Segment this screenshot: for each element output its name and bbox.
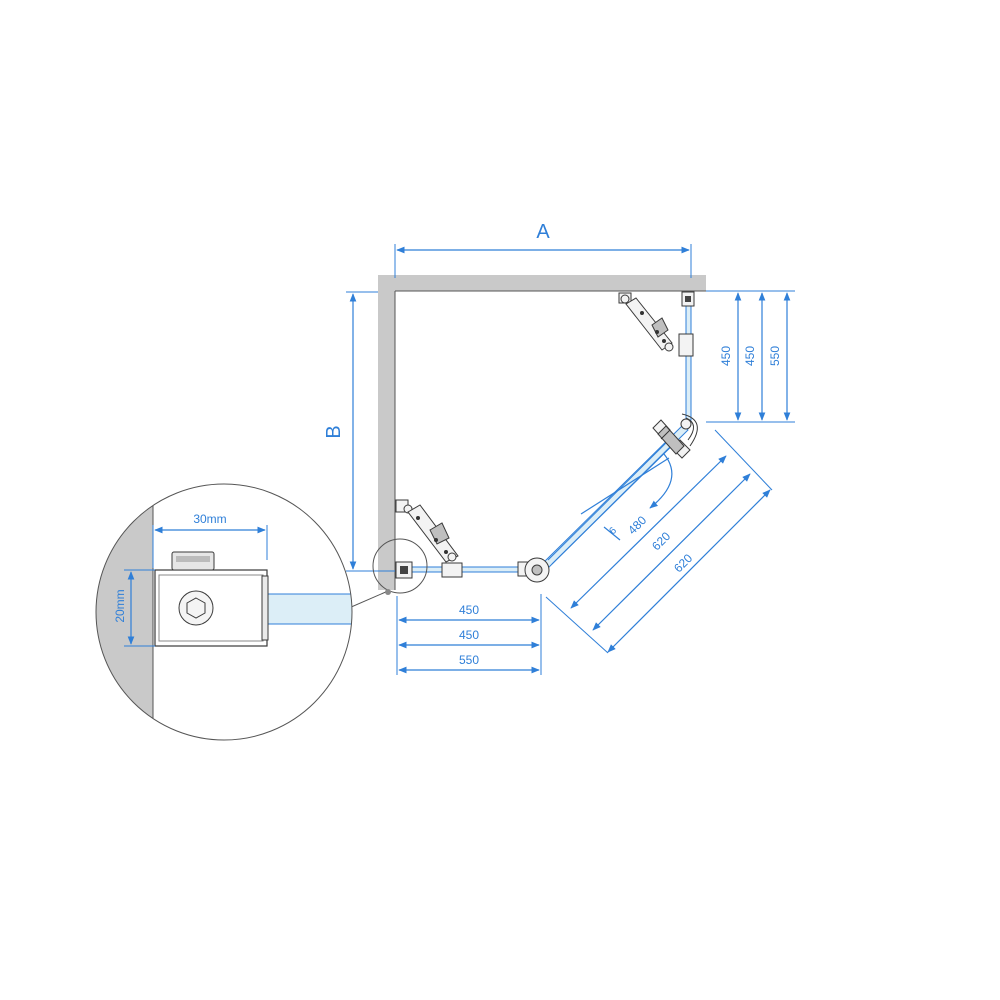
- detail-circle: [95, 483, 353, 741]
- hinge-top: [680, 413, 698, 447]
- right-dim-550: 550: [768, 346, 782, 366]
- angle-dim: 6: [607, 525, 619, 537]
- width-label: A: [536, 221, 550, 243]
- stabilizer-bar-left: [395, 499, 459, 563]
- diag-480-line: [580, 457, 670, 515]
- dimension-b: B: [323, 291, 395, 572]
- stabilizer-bar-top: [618, 292, 674, 352]
- diagonal-dimensions: 480 6 620 620: [545, 429, 773, 654]
- bottom-dim-450-b: 450: [459, 628, 479, 642]
- diagonal-door-panel: [539, 424, 689, 572]
- hardware: [395, 291, 698, 583]
- diag-dim-620-b: 620: [671, 551, 695, 575]
- panel-connector-bottom: [441, 562, 463, 578]
- door-handle: [652, 419, 691, 459]
- hinge-bottom: [517, 557, 550, 583]
- detail-width-label: 30mm: [193, 512, 226, 526]
- callout-circle-small: [372, 538, 428, 594]
- bottom-dimensions: 450 450 550: [396, 594, 542, 675]
- right-dim-450-b: 450: [743, 346, 757, 366]
- bottom-fixed-panel: [402, 566, 534, 573]
- diag-dim-480: 480: [625, 513, 649, 537]
- detail-callout: 30mm 20mm: [95, 483, 428, 741]
- back-wall: [378, 275, 706, 291]
- detail-glass: [264, 593, 352, 625]
- bottom-dim-450-a: 450: [459, 603, 479, 617]
- panel-connector-right: [678, 333, 694, 357]
- depth-label: B: [323, 425, 345, 438]
- right-fixed-panel: [685, 297, 692, 421]
- bottom-dim-550: 550: [459, 653, 479, 667]
- right-dimensions: 450 450 550: [706, 290, 795, 423]
- right-dim-450-a: 450: [719, 346, 733, 366]
- hex-screw-icon: [178, 590, 214, 626]
- detail-magnified: [96, 484, 352, 740]
- dimension-a: A: [394, 221, 692, 278]
- detail-height-label: 20mm: [113, 589, 127, 622]
- diag-dim-620-a: 620: [649, 529, 673, 553]
- walls: [378, 275, 706, 590]
- side-wall: [378, 275, 395, 590]
